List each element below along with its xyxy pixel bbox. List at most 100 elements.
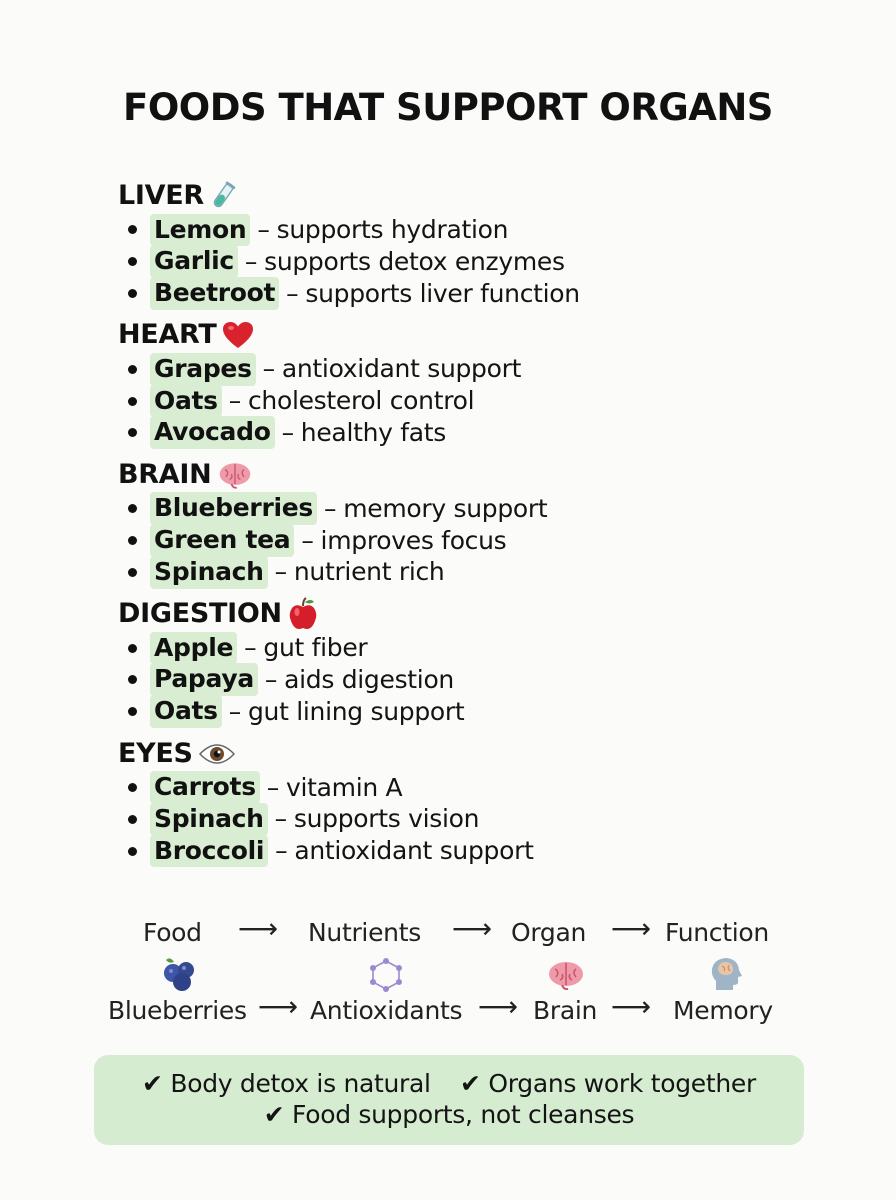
- arrow-icon: ⟶: [611, 990, 651, 1023]
- separator: –: [262, 354, 276, 384]
- bullet-icon: [128, 257, 137, 267]
- bullet-icon: [128, 288, 137, 298]
- page-title: FOODS THAT SUPPORT ORGANS: [123, 86, 773, 129]
- flow-label-food: Food: [143, 917, 202, 947]
- section-heading-label: HEART: [118, 319, 217, 351]
- food-name: Avocado: [150, 416, 275, 450]
- list-item: Broccoli–antioxidant support: [118, 834, 838, 868]
- list-item: Spinach–nutrient rich: [118, 555, 838, 589]
- food-benefit: supports vision: [293, 804, 480, 834]
- bullet-icon: [128, 707, 137, 717]
- flow-example-row: Blueberries ⟶ Antioxidants ⟶ Brain ⟶ Mem…: [0, 990, 896, 1028]
- separator: –: [244, 633, 257, 663]
- summary-item: Body detox is natural: [170, 1069, 431, 1098]
- check-icon: ✔: [460, 1069, 481, 1098]
- bullet-icon: [128, 675, 137, 685]
- separator: –: [228, 386, 242, 416]
- separator: –: [264, 664, 278, 694]
- food-name: Lemon: [150, 213, 251, 247]
- separator: –: [324, 493, 337, 523]
- separator: –: [286, 278, 299, 308]
- bullet-icon: [128, 782, 137, 792]
- list-item: Oats–gut lining support: [118, 695, 838, 729]
- bullet-icon: [128, 504, 137, 514]
- heart-icon: [222, 321, 254, 349]
- bullet-icon: [128, 814, 137, 824]
- list-item: Oats–cholesterol control: [118, 384, 838, 418]
- section-heading: BRAIN: [118, 457, 838, 493]
- summary-line-2: ✔ Food supports, not cleanses: [94, 1099, 804, 1130]
- flow-example-function: Memory: [673, 995, 773, 1025]
- separator: –: [266, 772, 280, 802]
- section-heading-label: EYES: [118, 737, 193, 769]
- separator: –: [244, 246, 258, 276]
- food-name: Garlic: [150, 245, 238, 279]
- flow-example-organ: Brain: [533, 995, 598, 1025]
- separator: –: [274, 557, 288, 587]
- bullet-icon: [128, 396, 137, 406]
- eye-icon: [198, 742, 235, 766]
- food-name: Papaya: [150, 663, 258, 697]
- flow-header-row: Food ⟶ Nutrients ⟶ Organ ⟶ Function: [0, 912, 896, 950]
- arrow-icon: ⟶: [611, 912, 651, 945]
- list-item: Grapes–antioxidant support: [118, 352, 838, 386]
- summary-item: Organs work together: [488, 1069, 756, 1098]
- separator: –: [228, 696, 242, 726]
- apple-icon: [288, 597, 318, 631]
- flow-example-nutrient: Antioxidants: [310, 995, 463, 1025]
- food-name: Oats: [150, 695, 222, 729]
- section-heading-label: DIGESTION: [118, 598, 282, 630]
- separator: –: [257, 215, 270, 244]
- list-item: Garlic–supports detox enzymes: [118, 245, 838, 279]
- food-benefit: antioxidant support: [281, 354, 522, 384]
- list-item: Beetroot–supports liver function: [118, 277, 838, 310]
- summary-box: ✔ Body detox is natural ✔ Organs work to…: [94, 1055, 804, 1145]
- section-heading: HEART: [118, 317, 838, 353]
- section-heading-label: BRAIN: [118, 458, 212, 490]
- food-benefit: aids digestion: [284, 664, 454, 694]
- check-icon: ✔: [142, 1069, 163, 1098]
- arrow-icon: ⟶: [478, 990, 518, 1023]
- section-heading: LIVER: [118, 178, 838, 214]
- summary-item: Food supports, not cleanses: [292, 1100, 635, 1129]
- bullet-icon: [128, 535, 137, 545]
- list-item: Green tea–improves focus: [118, 524, 838, 557]
- list-item: Papaya–aids digestion: [118, 663, 838, 697]
- food-benefit: improves focus: [320, 525, 507, 555]
- food-benefit: vitamin A: [286, 772, 403, 802]
- summary-line-1: ✔ Body detox is natural ✔ Organs work to…: [94, 1068, 804, 1099]
- food-benefit: nutrient rich: [293, 557, 445, 587]
- food-name: Broccoli: [150, 834, 269, 868]
- flow-label-function: Function: [665, 917, 769, 947]
- bullet-icon: [128, 428, 137, 438]
- food-name: Beetroot: [150, 277, 280, 310]
- separator: –: [275, 836, 288, 866]
- check-icon: ✔: [263, 1100, 285, 1129]
- section-heading: DIGESTION: [118, 596, 838, 632]
- flow-icon-row: [0, 956, 896, 996]
- food-benefit: healthy fats: [300, 417, 447, 447]
- separator: –: [281, 417, 295, 447]
- bullet-icon: [128, 846, 137, 856]
- food-name: Green tea: [150, 524, 295, 557]
- section-heading-label: LIVER: [118, 180, 204, 211]
- test-tube-icon: [210, 181, 236, 211]
- molecule-icon: [368, 958, 404, 996]
- list-item: Spinach–supports vision: [118, 802, 838, 836]
- brain-icon: [217, 461, 253, 489]
- food-benefit: gut lining support: [247, 696, 465, 726]
- separator: –: [274, 804, 288, 834]
- food-name: Carrots: [150, 771, 260, 804]
- food-name: Apple: [150, 631, 238, 665]
- separator: –: [301, 525, 314, 555]
- food-benefit: supports detox enzymes: [264, 246, 565, 276]
- list-item: Lemon–supports hydration: [118, 213, 838, 247]
- food-name: Spinach: [150, 555, 268, 589]
